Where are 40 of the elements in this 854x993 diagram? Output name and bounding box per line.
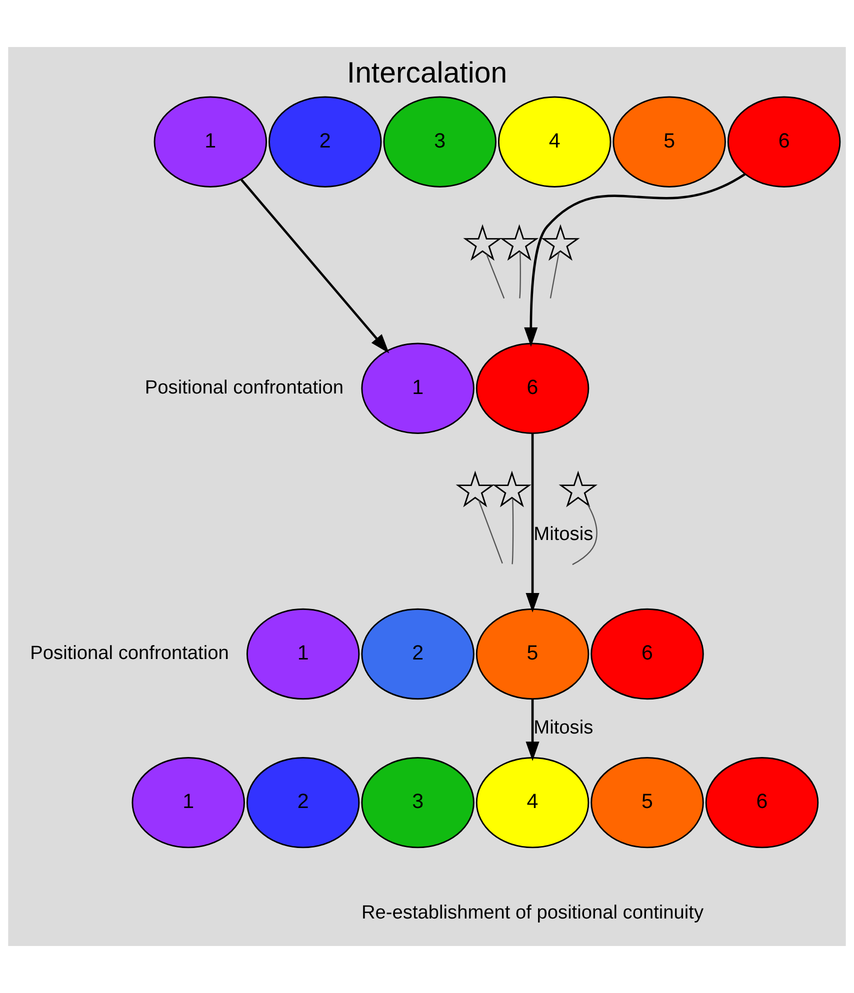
connector [550, 252, 560, 298]
edge-label: Mitosis [534, 717, 594, 738]
node-ellipse: 3 [361, 757, 474, 848]
arrow [526, 699, 540, 762]
arrow [524, 173, 746, 347]
node-star [500, 224, 539, 261]
node-ellipse: 4 [476, 757, 590, 848]
node-ellipse: 3 [383, 96, 496, 188]
diagram-title: Intercalation [346, 56, 508, 90]
node-ellipse: 1 [154, 96, 268, 188]
node-ellipse: 2 [361, 608, 474, 700]
node-ellipse: 1 [246, 608, 360, 700]
node-ellipse: 1 [361, 342, 474, 434]
node-star [456, 470, 495, 508]
node-ellipse: 6 [590, 608, 704, 700]
node-ellipse: 6 [727, 96, 841, 188]
connector [519, 252, 521, 298]
label: Positional confrontation [30, 643, 229, 664]
node-star [463, 224, 502, 261]
node-ellipse: 4 [498, 96, 612, 188]
node-ellipse: 5 [612, 96, 726, 188]
connector [572, 504, 598, 566]
node-star [558, 470, 598, 508]
arrow [240, 179, 390, 354]
node-ellipse: 6 [476, 342, 590, 434]
connector [486, 254, 505, 299]
node-ellipse: 5 [476, 608, 590, 700]
edge-label: Mitosis [534, 524, 594, 545]
connector [512, 498, 514, 564]
node-ellipse: 2 [246, 757, 360, 848]
node-ellipse: 5 [590, 757, 704, 848]
connector [478, 500, 503, 564]
node-ellipse: 6 [705, 757, 819, 848]
label: Re-establishment of positional continuity [362, 902, 704, 924]
node-star [541, 224, 580, 261]
node-ellipse: 1 [132, 757, 245, 848]
node-ellipse: 2 [268, 96, 382, 188]
label: Positional confrontation [144, 377, 344, 398]
arrow [526, 434, 540, 612]
node-star [492, 470, 532, 508]
